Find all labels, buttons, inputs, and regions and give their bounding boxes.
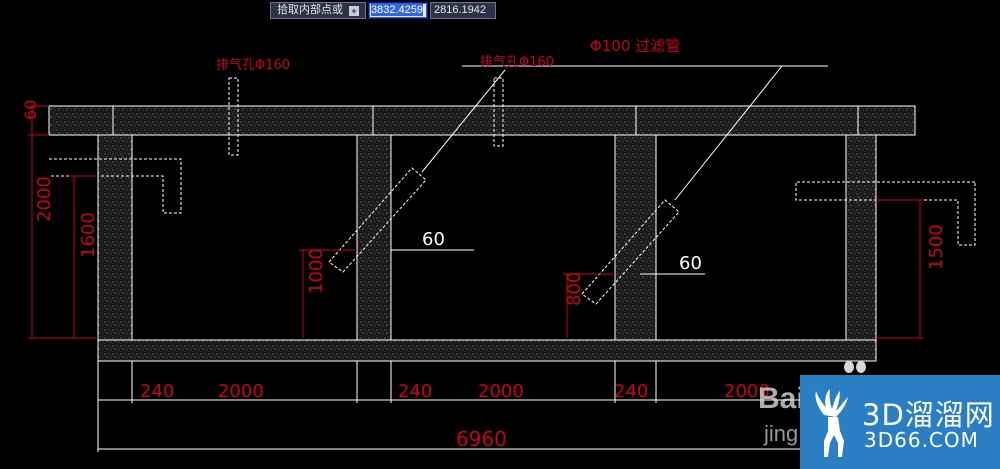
baidu-watermark: Bai xyxy=(758,382,805,415)
dim-60-mid-2: 60 xyxy=(679,253,702,274)
dim-2000-c: 2000 xyxy=(724,381,770,402)
leader-line xyxy=(421,69,506,173)
plus-icon[interactable]: + xyxy=(349,5,359,16)
x-coordinate-value: 3832.4259 xyxy=(371,4,423,16)
vent-pipe-1 xyxy=(228,77,239,156)
wall-3 xyxy=(614,134,657,341)
y-coordinate-field[interactable]: 2816.1942 xyxy=(430,2,496,19)
x-coordinate-field[interactable]: 3832.4259 xyxy=(368,2,428,19)
jingyan-watermark: jing xyxy=(764,421,799,446)
dim-total: 6960 xyxy=(456,427,507,451)
wall-1 xyxy=(97,134,133,341)
dim-1500: 1500 xyxy=(926,224,947,270)
dim-240-a: 240 xyxy=(140,381,174,402)
outlet-pipe xyxy=(795,181,976,246)
command-input-bar[interactable]: 拾取内部点或 + 3832.4259 2816.1942 xyxy=(270,2,496,19)
wall-2 xyxy=(356,134,392,341)
brand-domain: 3D66.COM xyxy=(864,428,979,452)
horizontal-dimensions xyxy=(97,361,800,452)
brand-name: 3D溜溜网 xyxy=(862,398,995,432)
vent-label-2: 排气孔Φ160 xyxy=(480,54,554,70)
dim-2000-b: 2000 xyxy=(478,381,524,402)
marker-icon xyxy=(856,361,866,373)
wall-4 xyxy=(845,134,877,341)
top-slab xyxy=(48,105,916,136)
dim-240-c: 240 xyxy=(614,381,648,402)
deer-logo-icon xyxy=(815,389,848,457)
command-prompt-label: 拾取内部点或 xyxy=(277,4,343,16)
dim-1600: 1600 xyxy=(78,212,99,258)
dim-2000-left: 2000 xyxy=(34,176,55,222)
bottom-slab xyxy=(97,339,877,362)
leader-line xyxy=(674,65,783,201)
inlet-pipe xyxy=(49,158,182,214)
dim-2000-a: 2000 xyxy=(218,381,264,402)
dim-60-mid-1: 60 xyxy=(422,229,445,250)
vent-pipe-2 xyxy=(493,77,504,147)
marker-icon xyxy=(844,361,854,373)
dim-60-top: 60 xyxy=(21,100,40,120)
command-prompt: 拾取内部点或 + xyxy=(270,2,366,19)
dimension-lines xyxy=(28,105,924,339)
dim-800: 800 xyxy=(564,272,585,306)
dim-1000: 1000 xyxy=(306,248,327,294)
dim-240-b: 240 xyxy=(398,381,432,402)
pipe-label: Φ100 过滤管 xyxy=(590,37,680,55)
vent-label-1: 排气孔Φ160 xyxy=(216,57,290,73)
